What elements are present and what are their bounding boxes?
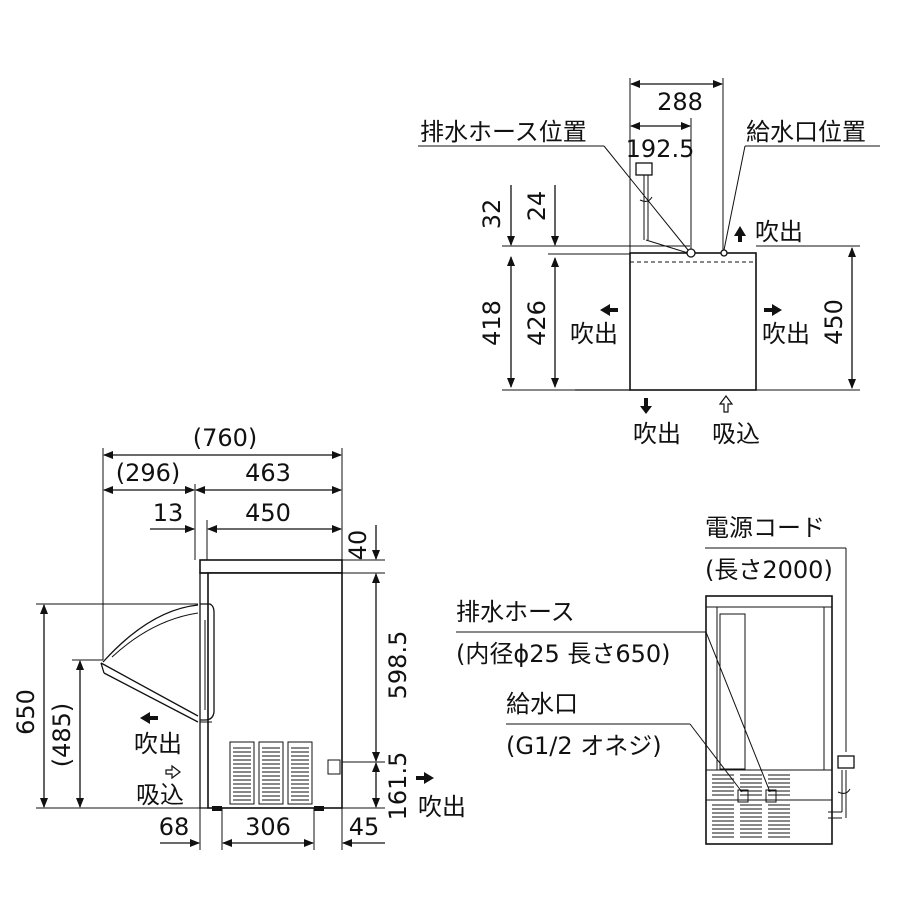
cabinet-top	[199, 559, 343, 574]
label-water-inlet-spec: (G1/2 オネジ)	[506, 732, 662, 760]
label-power-cord: 電源コード	[705, 514, 825, 542]
plug-icon	[635, 162, 689, 254]
label-exhaust-bottom: 吹出	[633, 420, 681, 448]
solid-arrow-icon	[764, 304, 782, 316]
hollow-arrow-icon	[718, 395, 734, 413]
dim-463: 463	[245, 459, 291, 487]
cabinet-body	[207, 572, 343, 809]
plug-icon	[837, 755, 855, 769]
solid-arrow-icon	[640, 398, 652, 414]
label-power-cord-length: (長さ2000)	[705, 556, 833, 584]
dim-760: (760)	[193, 424, 258, 452]
dim-288: 288	[657, 88, 703, 116]
dim-192-5: 192.5	[626, 135, 695, 163]
label-water-inlet: 給水口	[506, 690, 578, 718]
label-exhaust-rear: 吹出	[418, 793, 466, 821]
label-exhaust-left: 吹出	[570, 320, 618, 348]
solid-arrow-icon	[734, 226, 746, 242]
label-drain-hose-spec: (内径ϕ25 長さ650)	[456, 640, 671, 668]
dim-450-top: 450	[820, 299, 848, 345]
dim-296: (296)	[116, 459, 181, 487]
label-exhaust-right: 吹出	[762, 320, 810, 348]
label-drain-hose-position: 排水ホース位置	[420, 118, 587, 146]
solid-arrow-icon	[600, 304, 618, 316]
top-view: 288 192.5 排水ホース位置 給水口位置 32 24	[418, 78, 880, 448]
side-vent-grille	[229, 741, 313, 805]
solid-arrow-icon	[140, 712, 158, 724]
rear-view-body	[705, 595, 833, 845]
rear-fitting	[327, 759, 341, 775]
hollow-arrow-icon	[165, 764, 181, 780]
dim-426: 426	[523, 300, 551, 346]
dim-24: 24	[523, 191, 551, 222]
dim-418: 418	[478, 300, 506, 346]
label-drain-hose: 排水ホース	[456, 598, 575, 626]
drain-point	[686, 248, 696, 258]
rear-view: 電源コード (長さ2000) 排水ホース (内径ϕ25 長さ650) 給水口 (…	[456, 514, 855, 845]
dim-598-5: 598.5	[384, 631, 412, 700]
inlet-point	[720, 249, 728, 257]
dim-68: 68	[159, 813, 190, 841]
top-view-body	[629, 252, 757, 391]
side-view: (760) (296) 463 13 450	[12, 424, 466, 850]
dim-650: 650	[12, 689, 40, 735]
label-exhaust-front: 吹出	[134, 730, 182, 758]
rear-vent-grille	[712, 774, 790, 838]
label-exhaust-top: 吹出	[755, 218, 803, 246]
dim-40: 40	[344, 530, 372, 561]
label-intake-front: 吸込	[136, 781, 184, 809]
label-water-inlet-position: 給水口位置	[746, 118, 866, 146]
dim-161-5: 161.5	[384, 752, 412, 821]
label-intake-bottom: 吸込	[712, 420, 760, 448]
dim-450-side: 450	[245, 499, 291, 527]
dim-32: 32	[478, 199, 506, 230]
dim-485: (485)	[48, 703, 76, 768]
solid-arrow-icon	[416, 772, 434, 784]
dim-13: 13	[153, 499, 184, 527]
dim-45: 45	[349, 813, 380, 841]
dim-306: 306	[245, 813, 291, 841]
